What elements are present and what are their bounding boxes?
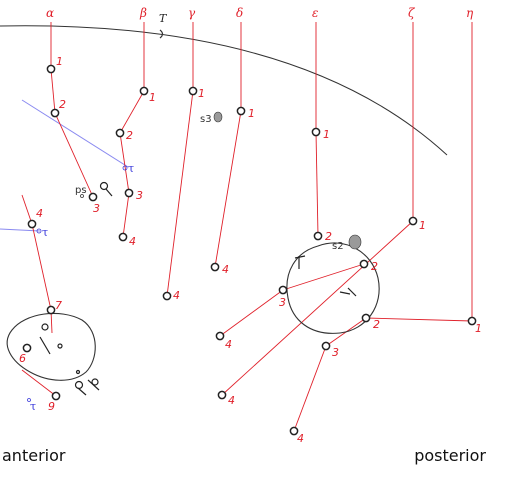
num-label: 3 xyxy=(93,202,100,215)
num-label: 1 xyxy=(248,107,255,120)
tau-dot xyxy=(122,165,128,171)
num-label: 2 xyxy=(126,129,133,142)
num-label: 4 xyxy=(129,235,136,248)
num-label: 1 xyxy=(419,219,426,232)
num-label: 2 xyxy=(59,98,66,111)
num-label: 6 xyxy=(19,352,26,365)
num-label: 3 xyxy=(332,346,339,359)
num-label: 1 xyxy=(198,87,205,100)
label-alpha: α xyxy=(46,6,54,20)
t-label: T xyxy=(159,12,168,25)
caption-anterior: anterior xyxy=(2,446,66,465)
tau-label: τ xyxy=(128,162,134,175)
s2-blob xyxy=(348,234,362,250)
label-zeta: ζ xyxy=(408,6,416,20)
num-label: 4 xyxy=(222,263,229,276)
tau-label: τ xyxy=(30,400,36,413)
tau-label: τ xyxy=(42,226,48,239)
num-label: 1 xyxy=(475,322,482,335)
small-glyphs xyxy=(39,181,357,396)
tau-dot xyxy=(27,398,31,402)
ps-label: ps xyxy=(75,185,87,196)
num-label: 4 xyxy=(36,207,43,220)
cell-outline-right xyxy=(286,242,380,334)
label-eta: η xyxy=(466,6,474,20)
nodes xyxy=(22,64,477,436)
label-delta: δ xyxy=(236,6,243,20)
boundary-arc xyxy=(0,25,448,156)
label-beta: β xyxy=(139,6,147,20)
num-label: 7 xyxy=(55,299,62,312)
num-label: 4 xyxy=(297,432,304,445)
num-label: 2 xyxy=(371,260,378,273)
num-label: 4 xyxy=(228,394,235,407)
label-epsilon: ε xyxy=(312,6,318,20)
num-label: 4 xyxy=(225,338,232,351)
blue-line-upper xyxy=(21,99,129,168)
num-label: 1 xyxy=(149,91,156,104)
tau-dot xyxy=(36,228,42,234)
num-label: 1 xyxy=(323,128,330,141)
label-gamma: γ xyxy=(188,6,196,20)
s2-label: s2 xyxy=(332,241,344,252)
num-label: 3 xyxy=(279,296,286,309)
num-label: 3 xyxy=(136,189,143,202)
arc-tick xyxy=(159,29,164,39)
num-label: 4 xyxy=(173,289,180,302)
caption-posterior: posterior xyxy=(414,446,486,465)
s3-label: s3 xyxy=(200,114,212,125)
blue-line-lower xyxy=(0,228,41,232)
ps-dot xyxy=(80,194,84,198)
red-lines xyxy=(21,22,473,432)
num-label: 1 xyxy=(56,55,63,68)
num-label: 9 xyxy=(48,400,55,413)
s3-blob xyxy=(213,111,223,123)
num-label: 2 xyxy=(325,230,332,243)
num-label: 2 xyxy=(373,318,380,331)
